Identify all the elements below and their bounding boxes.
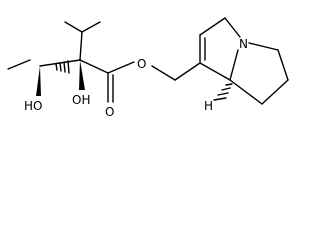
atom-label-h-stereo: H <box>204 99 213 113</box>
bond-isopropyl-to-center <box>79 31 83 61</box>
hash-bond-h <box>213 83 233 101</box>
structure-diagram: HO OH O O N H <box>7 17 289 119</box>
atom-label-o-carbonyl: O <box>105 105 114 119</box>
ring-bond-n-c3 <box>248 42 279 51</box>
atom-label-o-ester: O <box>137 57 146 71</box>
ring-bond-c5-n <box>224 17 241 38</box>
bond-isopropyl-right <box>81 21 101 33</box>
ring-bond-c2-c1 <box>261 79 289 105</box>
ring-bond-c1-c8 <box>229 79 263 105</box>
bond-carbonyl-to-ester-o <box>107 61 135 74</box>
molecule-drawing: HO OH O O N H <box>7 17 289 119</box>
atom-label-ho-bottom: HO <box>24 99 42 113</box>
hash-bond-center <box>55 60 70 74</box>
bond-ester-o-to-ch2 <box>151 65 176 81</box>
wedge-bond-oh <box>79 60 85 90</box>
ring-bond-c7-c8 <box>199 62 231 81</box>
ring-bond-n-c8 <box>229 49 239 81</box>
ring-bond-c3-c2 <box>277 49 289 81</box>
wedge-bond-ho <box>36 66 41 96</box>
bond-center-to-carbonyl <box>79 59 109 74</box>
atom-label-n-ring: N <box>239 37 248 51</box>
ring-bond-c6-c5 <box>199 17 226 36</box>
bond-isopropyl-left <box>64 21 83 33</box>
atom-label-oh-mid: OH <box>72 93 90 107</box>
bond-methyl-left <box>7 59 31 70</box>
bond-ch2-to-ring <box>174 62 201 81</box>
